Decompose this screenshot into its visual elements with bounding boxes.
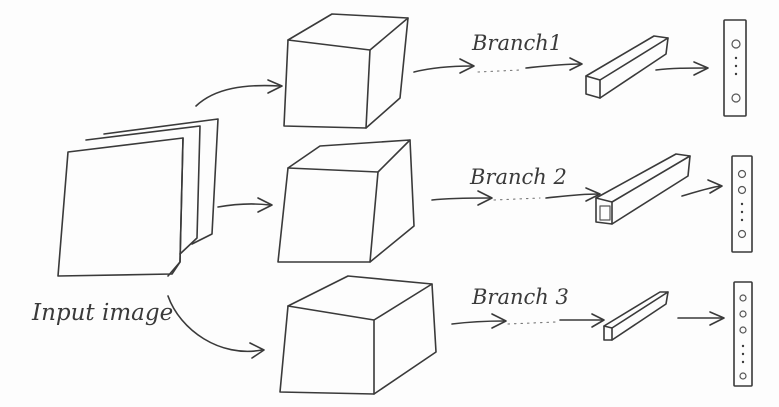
vector2-dot (740, 210, 744, 214)
arrowhead-branch3-to-bar (591, 313, 605, 328)
arrow-cube3-out (451, 320, 505, 325)
vector3-element (739, 372, 747, 380)
arrowhead-bar3-to-vector (709, 311, 725, 326)
arrowhead-cube2-out (477, 190, 493, 206)
bar2-top (595, 153, 691, 203)
bar1-front (585, 75, 601, 99)
branch3-feature-bar (603, 291, 669, 341)
branch2-cube (277, 139, 415, 263)
branch3-cube-top (287, 275, 433, 321)
dots-branch3 (507, 321, 557, 325)
branch1-cube-top (287, 13, 409, 51)
arrowhead-bar2-to-vector (707, 179, 723, 194)
bar3-side (611, 291, 669, 341)
arrow-cube1-out (413, 65, 473, 73)
arrow-input-to-branch1 (195, 84, 281, 107)
vector3-element (739, 326, 747, 334)
branch3-cube-side (373, 283, 437, 395)
branch2-label: Branch 2 (469, 165, 567, 189)
vector2-element (737, 169, 747, 179)
arrow-input-to-branch3 (167, 295, 263, 353)
vector3-dot (741, 344, 745, 348)
branch3-cube (279, 275, 437, 395)
bar1-side (599, 37, 669, 99)
vector3-element (739, 310, 747, 318)
bar2-face-mark (599, 205, 611, 221)
branch3-label: Branch 3 (471, 285, 569, 309)
bar2-side (611, 155, 691, 225)
vector1-dot (734, 72, 738, 76)
vector2-element (737, 185, 747, 195)
arrowhead-input-to-branch3 (249, 342, 265, 359)
arrowhead-cube1-out (459, 58, 475, 74)
vector1-frame (723, 19, 747, 117)
vector3-dot (741, 360, 745, 364)
branch1-label: Branch1 (471, 31, 562, 55)
branch2-cube-side (369, 139, 415, 263)
bar1-top (585, 35, 669, 81)
vector2-frame (731, 155, 753, 253)
vector3-element (739, 294, 747, 302)
dots-branch2 (493, 197, 541, 201)
arrow-bar2-to-vector (681, 185, 721, 197)
vector1-dot (734, 56, 738, 60)
vector2-dot (740, 218, 744, 222)
branch2-cube-front (277, 167, 379, 263)
vector3-dot (741, 352, 745, 356)
vector3-frame (733, 281, 753, 387)
input-sheet-back (103, 118, 219, 245)
branch1-output-vector (723, 19, 747, 117)
arrow-branch1-to-bar (525, 63, 581, 69)
input-image-stack (57, 118, 219, 277)
branch2-output-vector (731, 155, 753, 253)
arrowhead-input-to-branch1 (267, 79, 283, 94)
arrow-input-to-branch2 (217, 203, 271, 208)
input-sheet-middle (85, 125, 201, 255)
dots-branch1 (477, 69, 521, 73)
branch2-feature-bar (595, 153, 691, 225)
arrowhead-branch1-to-bar (569, 57, 583, 71)
arrow-cube2-out (431, 197, 491, 201)
bar2-front (595, 197, 613, 225)
vector1-element (731, 93, 741, 103)
bar3-front (603, 325, 613, 341)
arrowhead-branch2-to-bar (585, 187, 601, 202)
input-image-label: Input image (31, 300, 173, 326)
arrowhead-cube3-out (491, 313, 507, 329)
arrow-bar1-to-vector (655, 67, 707, 71)
arrow-branch2-to-bar (545, 193, 599, 199)
branch1-cube (283, 13, 409, 129)
arrowhead-input-to-branch2 (257, 197, 273, 213)
input-sheet-edge (167, 137, 184, 277)
vector2-element (737, 229, 747, 239)
branch3-output-vector (733, 281, 753, 387)
input-sheet-front (57, 137, 184, 277)
vector1-dot (734, 64, 738, 68)
branch2-cube-top (287, 139, 411, 173)
branch1-cube-side (365, 17, 409, 129)
branch3-cube-front (279, 305, 375, 395)
arrowhead-bar1-to-vector (693, 61, 709, 76)
vector1-element (731, 39, 741, 49)
branch1-cube-front (283, 39, 371, 129)
vector2-dot (740, 202, 744, 206)
branch1-feature-bar (585, 35, 669, 99)
